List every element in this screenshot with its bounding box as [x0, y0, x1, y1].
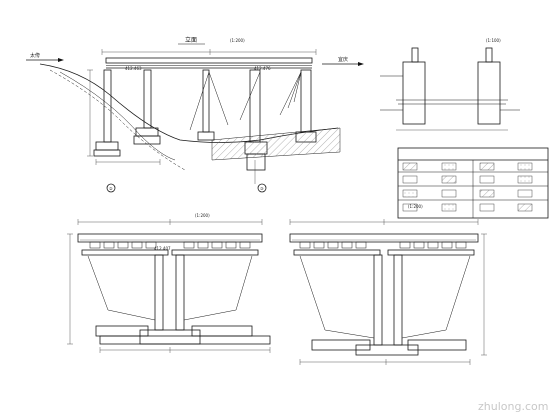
svg-text:③: ③	[260, 186, 264, 191]
pier-mid-left	[133, 69, 161, 145]
section-c-deck	[289, 233, 479, 243]
section-c-footing	[355, 344, 419, 356]
section-marker-b	[106, 183, 116, 193]
section-b-column-left	[154, 254, 164, 331]
section-b-footing	[139, 329, 201, 345]
watermark-text: zhulong.com	[478, 400, 548, 413]
pier-mid	[197, 69, 215, 141]
elevation-view-title: 立面	[185, 36, 197, 44]
detail-scale: (1:100)	[486, 38, 501, 43]
section-b-column-right	[175, 254, 185, 331]
section-marker-c	[257, 183, 267, 193]
section-b-elevation-mark: 412.407	[154, 246, 171, 251]
right-direction-label: 宜庆	[338, 56, 348, 63]
ground-surface-line	[39, 63, 339, 143]
cross-section-b: (1:200) 412.407	[67, 213, 271, 353]
elevation-mark-left: 412.463	[125, 66, 142, 71]
soil-hatch-region	[211, 127, 341, 161]
section-b-scale: (1:200)	[195, 213, 210, 218]
pier-left	[93, 69, 121, 157]
section-c-column-left	[373, 254, 383, 346]
pier-detail-view: (1:100)	[380, 38, 520, 131]
cross-section-c: (1:200)	[289, 204, 487, 365]
legend-table	[397, 147, 549, 219]
section-c-girder-row	[299, 241, 467, 249]
bridge-elevation-view: 立面 (1:200) 太侉 宜庆 412.463 412.476	[26, 36, 364, 193]
section-c-scale: (1:200)	[408, 204, 423, 209]
elevation-view-scale: (1:200)	[230, 38, 245, 43]
section-b-deck	[77, 233, 263, 243]
left-direction-label: 太侉	[30, 52, 40, 59]
section-b-girder-row	[89, 241, 251, 249]
section-c-column-right	[393, 254, 403, 346]
elevation-deck-slab	[105, 57, 313, 64]
elevation-mark-right: 412.476	[254, 66, 271, 71]
svg-text:②: ②	[109, 186, 113, 191]
